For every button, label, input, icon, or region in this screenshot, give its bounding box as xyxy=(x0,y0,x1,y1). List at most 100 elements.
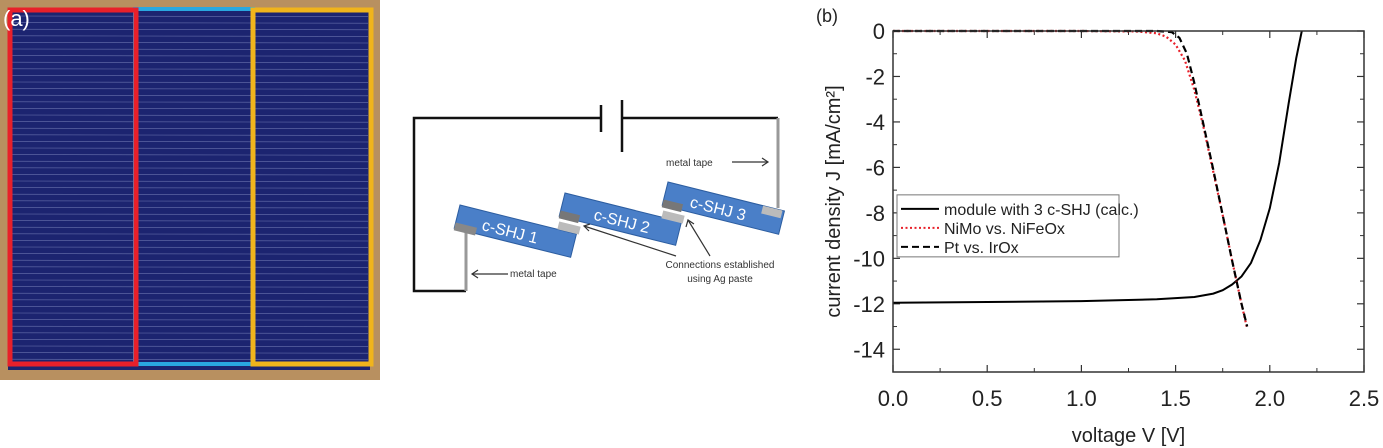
grid-finger xyxy=(11,22,369,24)
grid-finger xyxy=(11,358,369,361)
grid-finger xyxy=(11,246,369,248)
y-tick-label: 0 xyxy=(873,19,885,44)
grid-finger xyxy=(11,114,369,116)
cell-3: c-SHJ 3 xyxy=(661,181,786,235)
grid-fingers xyxy=(11,15,369,361)
y-tick-label: -12 xyxy=(853,292,885,317)
cell-area xyxy=(8,8,370,370)
grid-finger xyxy=(11,207,369,209)
battery-symbol xyxy=(599,100,624,152)
circuit-wires xyxy=(412,116,778,293)
grid-finger xyxy=(11,15,369,17)
y-tick-label: -8 xyxy=(865,201,885,226)
panel-label-a: (a) xyxy=(3,6,30,31)
grid-finger xyxy=(11,121,369,123)
grid-finger xyxy=(11,312,369,314)
label-connections-line2: using Ag paste xyxy=(687,274,753,285)
grid-finger xyxy=(11,75,369,77)
legend: module with 3 c-SHJ (calc.)NiMo vs. NiFe… xyxy=(896,194,1139,258)
plot-frame xyxy=(892,30,1365,373)
grid-finger xyxy=(11,180,369,182)
grid-finger xyxy=(11,286,369,288)
grid-finger xyxy=(11,213,369,215)
grid-finger xyxy=(11,134,369,136)
grid-finger xyxy=(11,61,369,64)
axis-ticks: 0.0 0.5 1.0 1.5 2.0 2.5 0 -2 -4 -6 -8 -10 -12 -14 xyxy=(853,19,1379,411)
grid-finger xyxy=(11,332,369,334)
solar-cell-photo: (a) xyxy=(0,0,380,380)
grid-finger xyxy=(11,160,369,163)
y-tick-label: -4 xyxy=(865,110,885,135)
grid-finger xyxy=(11,94,369,97)
grid-finger xyxy=(11,28,369,31)
y-tick-label: -6 xyxy=(865,155,885,180)
cell-1: c-SHJ 1 xyxy=(453,204,578,258)
x-tick-label: 2.5 xyxy=(1349,386,1380,411)
data-curves xyxy=(892,29,1303,330)
grid-finger xyxy=(11,240,369,242)
series-line-0 xyxy=(892,30,1303,304)
label-metal-tape-top: metal tape xyxy=(666,158,713,169)
series-line-1 xyxy=(893,29,1249,330)
ag-paste-joint-2 xyxy=(661,210,685,224)
grid-finger xyxy=(11,35,369,37)
grid-finger xyxy=(11,253,369,255)
grid-finger xyxy=(11,193,369,196)
panel-label-b: (b) xyxy=(816,6,838,26)
grid-finger xyxy=(11,154,369,156)
grid-finger xyxy=(11,233,369,235)
grid-finger xyxy=(11,147,369,149)
grid-finger xyxy=(11,48,369,50)
label-connections-line1: Connections established xyxy=(666,260,775,271)
y-tick-label: -2 xyxy=(865,64,885,89)
grid-finger xyxy=(11,266,369,268)
grid-finger xyxy=(11,141,369,143)
legend-label-0: module with 3 c-SHJ (calc.) xyxy=(944,202,1139,219)
grid-finger xyxy=(11,167,369,169)
x-axis-label: voltage V [V] xyxy=(1072,425,1185,447)
grid-finger xyxy=(11,108,369,110)
x-tick-label: 1.5 xyxy=(1160,386,1191,411)
grid-finger xyxy=(11,101,369,103)
x-tick-label: 0.5 xyxy=(972,386,1003,411)
grid-finger xyxy=(11,306,369,308)
right-cell-outline xyxy=(250,7,374,367)
circuit-diagram: c-SHJ 1 c-SHJ 2 c-SHJ 3 metal tape metal… xyxy=(412,100,786,293)
label-metal-tape-bottom: metal tape xyxy=(510,269,557,280)
series-line-2 xyxy=(893,29,1249,327)
jv-chart: (b) 0.0 0.5 1.0 1.5 2.0 2.5 0 -2 -4 -6 -8 -10 -12 -14… xyxy=(816,6,1379,447)
grid-finger xyxy=(11,220,369,222)
grid-finger xyxy=(11,55,369,57)
wire-left xyxy=(412,116,601,293)
grid-finger xyxy=(11,81,369,83)
arrow-joint-1 xyxy=(583,225,677,257)
y-tick-label: -10 xyxy=(853,246,885,271)
grid-finger xyxy=(11,259,369,262)
legend-label-2: Pt vs. IrOx xyxy=(944,240,1019,257)
grid-finger xyxy=(11,292,369,295)
x-tick-label: 1.0 xyxy=(1066,386,1097,411)
grid-finger xyxy=(11,174,369,176)
grid-finger xyxy=(11,352,369,354)
grid-finger xyxy=(11,299,369,301)
y-axis-label: current density J [mA/cm²] xyxy=(823,85,845,317)
grid-finger xyxy=(11,319,369,321)
grid-finger xyxy=(11,226,369,229)
left-cell-outline xyxy=(7,7,139,367)
grid-finger xyxy=(11,339,369,341)
grid-finger xyxy=(11,127,369,130)
y-tick-label: -14 xyxy=(853,337,885,362)
grid-finger xyxy=(11,325,369,328)
arrow-joint-2 xyxy=(687,219,711,257)
x-tick-label: 0.0 xyxy=(878,386,909,411)
ag-paste-joint-1 xyxy=(557,221,581,235)
x-tick-label: 2.0 xyxy=(1255,386,1286,411)
grid-finger xyxy=(11,279,369,281)
grid-finger xyxy=(11,88,369,90)
grid-finger xyxy=(11,42,369,44)
grid-finger xyxy=(11,187,369,189)
grid-finger xyxy=(11,345,369,347)
grid-finger xyxy=(11,273,369,275)
grid-finger xyxy=(11,68,369,70)
annotation-arrows xyxy=(470,157,770,279)
